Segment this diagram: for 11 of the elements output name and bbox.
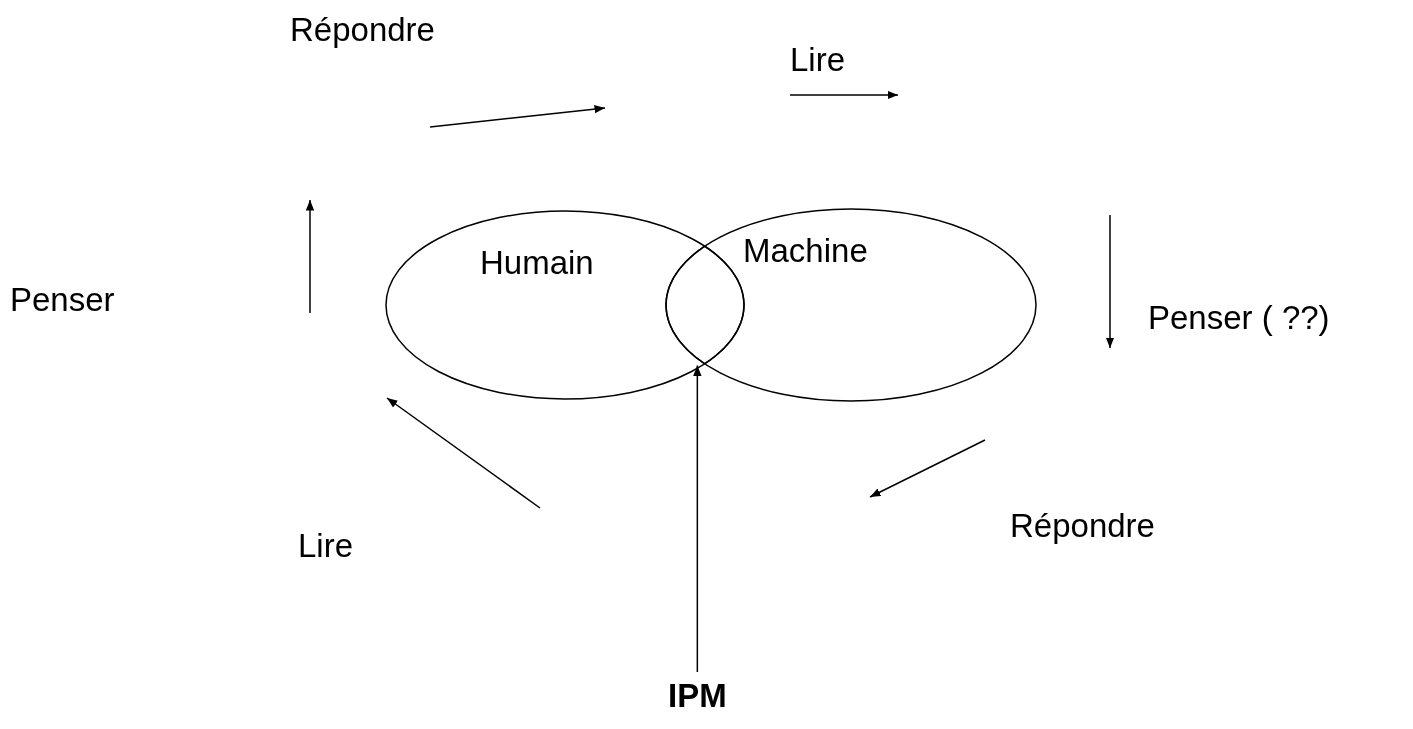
- overlap-region: [665, 245, 745, 365]
- step-label: Lire: [298, 528, 354, 565]
- step-label: Lire: [790, 42, 846, 79]
- ellipse-label: Humain: [480, 245, 594, 282]
- node-label: IPM: [668, 678, 727, 715]
- step-label: Penser ( ??): [1148, 300, 1330, 337]
- ellipse-label: Machine: [743, 233, 868, 270]
- step-label: Répondre: [1010, 508, 1155, 545]
- step-label: Répondre: [290, 12, 435, 49]
- arrow: [693, 364, 702, 673]
- step-label: Penser: [10, 282, 115, 319]
